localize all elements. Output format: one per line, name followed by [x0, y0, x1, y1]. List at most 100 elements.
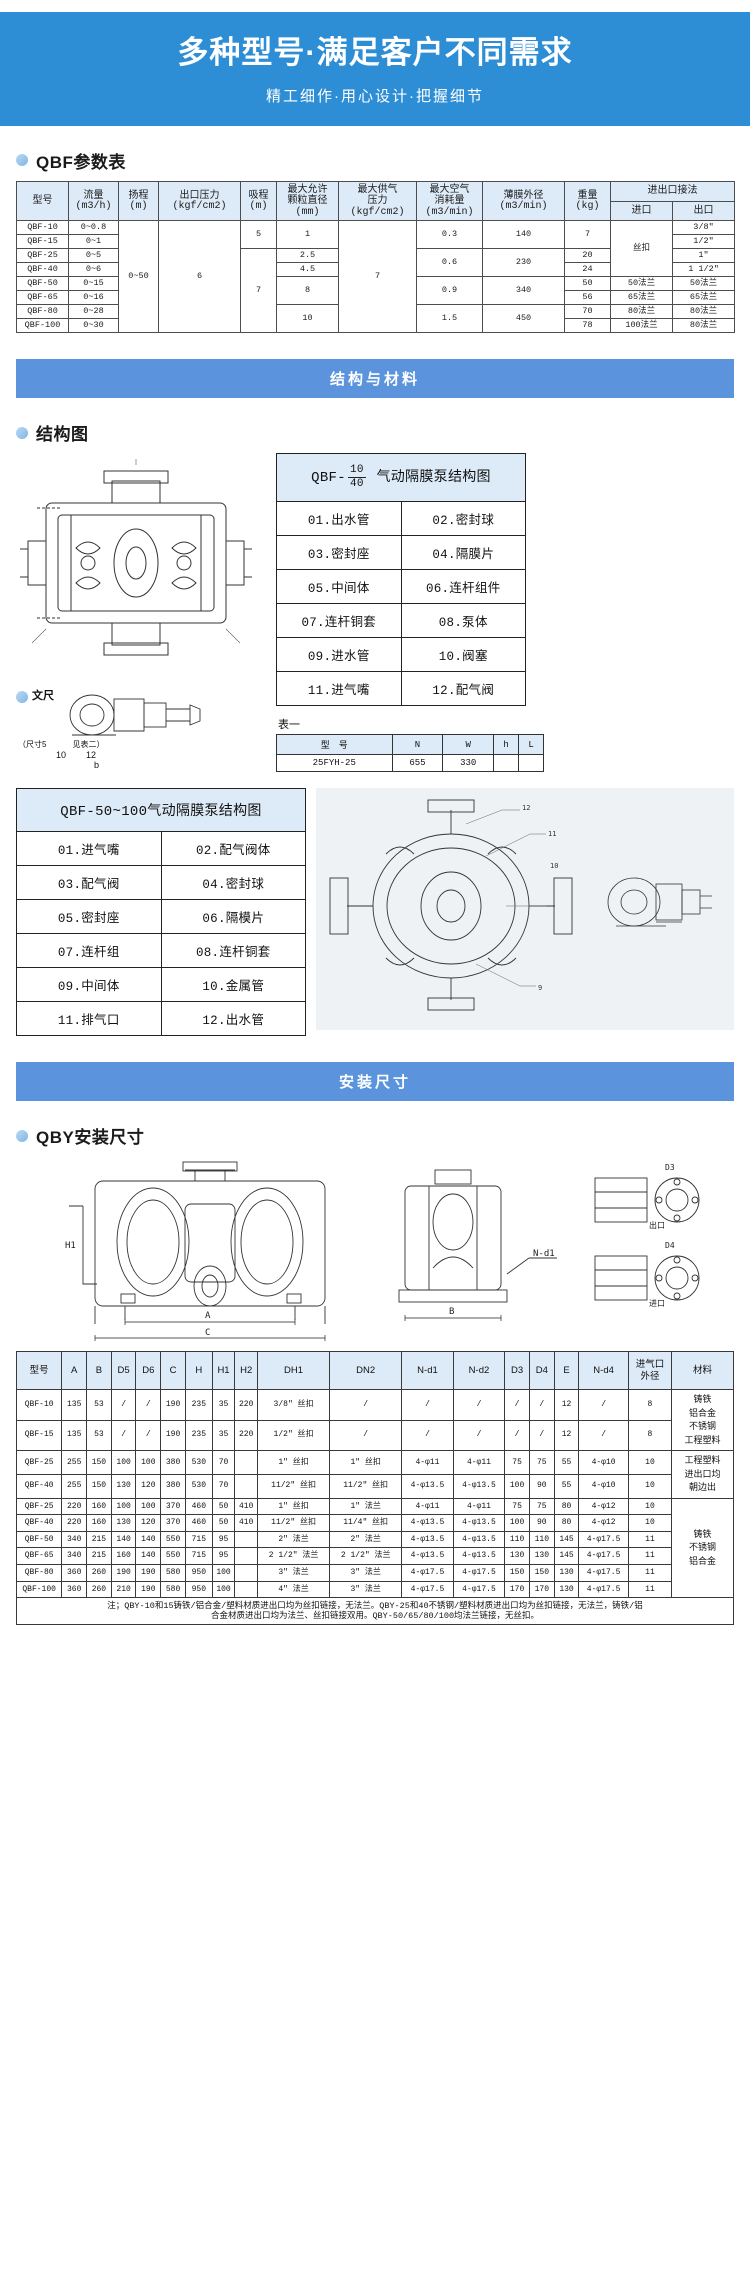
pump-large-drawing: 12 11 10 9 — [316, 788, 734, 1031]
param-inlet: 丝扣 — [610, 220, 673, 278]
param-model: QBF-50 — [16, 276, 69, 292]
dim-cell: 4-φ17.5 — [578, 1580, 629, 1599]
dim-cell: 8 — [627, 1389, 673, 1421]
svg-text:B: B — [449, 1307, 454, 1317]
dim-cell — [234, 1530, 258, 1549]
table-one-header-cell: L — [518, 734, 544, 756]
pump-assembly-small-svg — [69, 694, 201, 736]
svg-text:进口: 进口 — [649, 1299, 665, 1308]
dim-cell: 190 — [160, 1389, 186, 1421]
table-one-header-cell: W — [442, 734, 495, 756]
dim-cell: 10 — [627, 1497, 673, 1516]
svg-text:11: 11 — [548, 830, 556, 838]
pump-large-section-svg: 12 11 10 9 — [329, 799, 712, 1011]
part-item: 11.排气口 — [16, 1001, 162, 1037]
part-item: 05.中间体 — [276, 569, 402, 605]
dim-cell: 120 — [135, 1473, 162, 1499]
param-flow: 0~16 — [68, 290, 119, 306]
dim-cell: 220 — [61, 1497, 88, 1516]
svg-text:H1: H1 — [65, 1241, 76, 1251]
dim-cell: 4-φ10 — [578, 1450, 629, 1475]
dim-cell: 4-φ11 — [401, 1497, 454, 1516]
dim-cell: 90 — [528, 1514, 555, 1532]
dim-cell: 950 — [184, 1580, 213, 1599]
svg-text:9: 9 — [538, 984, 542, 992]
dim-header-cell: 材料 — [671, 1351, 734, 1391]
install-section-heading: QBY安装尺寸 — [16, 1123, 750, 1148]
table-one-cell: 330 — [442, 754, 495, 773]
dim-cell: QBF-50 — [15, 1530, 63, 1549]
param-weight: 50 — [564, 276, 611, 292]
dim-cell: 260 — [86, 1580, 112, 1599]
dim-cell: 460 — [184, 1497, 213, 1516]
param-weight: 7 — [564, 220, 611, 250]
part-item: 11.进气嘴 — [276, 671, 402, 707]
dim-material-cell: 铸铁铝合金不锈钢工程塑料 — [671, 1389, 734, 1452]
dim-header-cell: 型号 — [15, 1351, 63, 1391]
dim-cell: / — [504, 1389, 530, 1421]
dim-10-label: 10 — [56, 750, 67, 761]
dim-cell: / — [528, 1419, 555, 1452]
see-note: 见表二） — [72, 740, 105, 750]
th-outlet-pressure: 出口压力(kgf/cm2) — [158, 180, 241, 222]
dim-cell: 53 — [86, 1389, 112, 1421]
dim-cell: 410 — [234, 1514, 258, 1532]
part-item: 08.连杆铜套 — [160, 933, 306, 969]
param-particle: 10 — [276, 304, 339, 334]
part-item: 09.进水管 — [276, 637, 402, 673]
part-item: 08.泵体 — [400, 603, 526, 639]
param-particle: 2.5 — [276, 248, 339, 264]
svg-text:12: 12 — [522, 804, 530, 812]
svg-text:D3: D3 — [665, 1163, 675, 1172]
dim-cell: / — [452, 1419, 506, 1452]
param-outlet: 1/2" — [672, 234, 735, 250]
dim-cell: 110 — [528, 1530, 555, 1549]
th-max-air-consume: 最大空气消耗量(m3/min) — [416, 180, 483, 222]
part-item: 04.密封球 — [160, 865, 306, 901]
dim-cell: QBF-10 — [15, 1389, 63, 1421]
dim-cell: 8 — [627, 1419, 673, 1452]
param-flow: 0~15 — [68, 276, 119, 292]
dim-cell: / — [452, 1389, 506, 1421]
dim-header-cell: D5 — [110, 1351, 137, 1391]
dim-cell: 11/4" 丝扣 — [329, 1514, 403, 1532]
dim-header-cell: N-d2 — [452, 1351, 506, 1391]
table-one-cell — [493, 754, 520, 773]
dim-cell: 4-φ13.5 — [401, 1514, 454, 1532]
dim-header-cell: A — [61, 1351, 88, 1391]
dim-cell: 340 — [61, 1547, 88, 1565]
param-air-supply: 7 — [338, 220, 417, 334]
dim-cell: 3" 法兰 — [256, 1563, 331, 1582]
param-air-consume: 0.3 — [416, 220, 483, 250]
th-outlet: 出口 — [672, 200, 735, 222]
param-membrane: 340 — [482, 276, 565, 306]
dim-cell: 11 — [627, 1547, 673, 1565]
svg-text:C: C — [205, 1328, 210, 1338]
pump-section-svg — [20, 459, 252, 656]
dim-cell — [234, 1473, 258, 1499]
param-model: QBF-10 — [16, 220, 69, 236]
dim-cell: QBF-80 — [15, 1563, 63, 1582]
dim-cell: 75 — [528, 1450, 555, 1475]
table-one-header-cell: 型 号 — [276, 734, 393, 756]
dim-cell: 11/2" 丝扣 — [256, 1514, 331, 1532]
dim-cell: 11/2" 丝扣 — [256, 1473, 331, 1499]
part-item: 01.进气嘴 — [16, 831, 162, 867]
param-flow: 0~0.8 — [68, 220, 119, 236]
dim-cell: 215 — [86, 1547, 112, 1565]
dim-cell: 11 — [627, 1530, 673, 1549]
